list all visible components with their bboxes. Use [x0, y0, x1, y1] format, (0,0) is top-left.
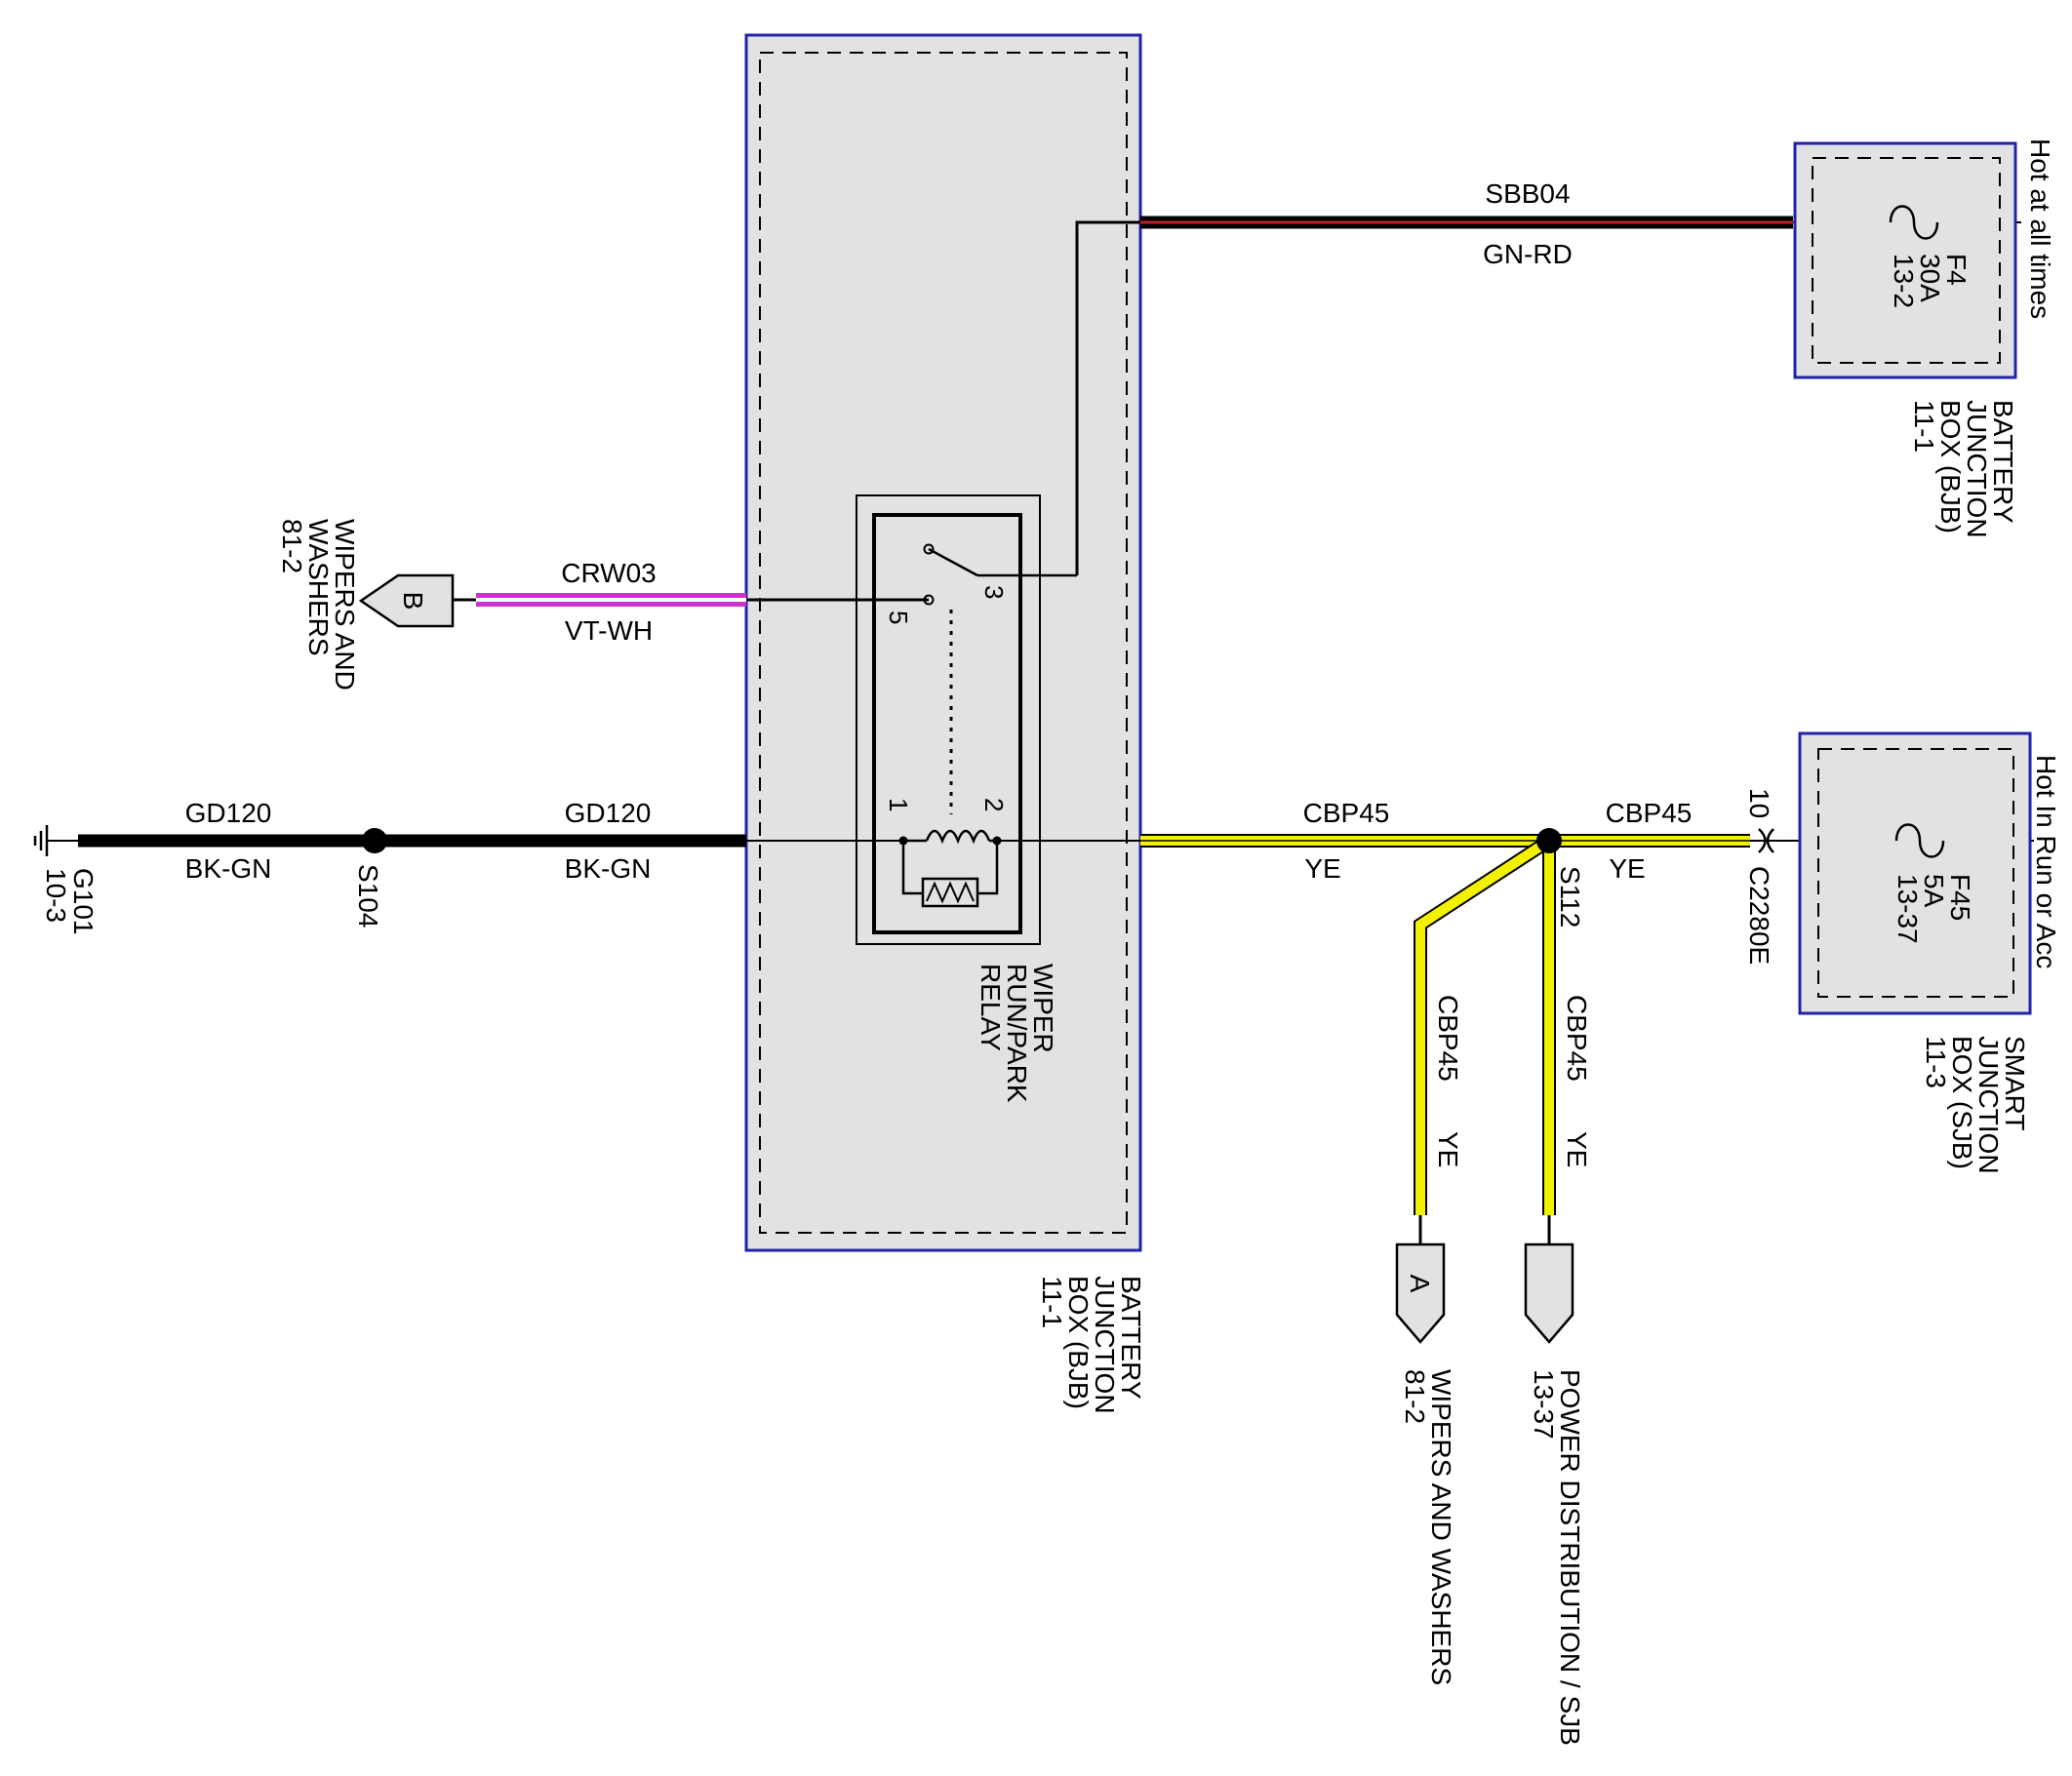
- sjb-label: SMART JUNCTION BOX (SJB) 11-3: [1921, 1036, 2030, 1174]
- page-ref-pd: [1524, 1243, 1574, 1344]
- gd120-left-color-label: BK-GN: [185, 853, 272, 884]
- svg-text:JUNCTION: JUNCTION: [1090, 1276, 1120, 1414]
- relay-pin-2: 2: [979, 798, 1009, 811]
- ground-name: G101: [68, 868, 99, 935]
- svg-text:11-1: 11-1: [1037, 1276, 1067, 1328]
- svg-text:RUN/PARK: RUN/PARK: [1002, 964, 1032, 1103]
- gd120-right-color-label: BK-GN: [565, 853, 652, 884]
- splice-s112: [1536, 828, 1562, 853]
- connector-name-label: C2280E: [1744, 866, 1774, 965]
- svg-text:30A: 30A: [1915, 254, 1945, 302]
- page-ref-a-letter: A: [1405, 1275, 1435, 1293]
- svg-text:BOX (SJB): BOX (SJB): [1947, 1036, 1977, 1169]
- sbb04-color-label: GN-RD: [1483, 239, 1573, 269]
- bjb-main-box: [744, 33, 1142, 1252]
- svg-text:BOX (BJB): BOX (BJB): [1063, 1276, 1094, 1409]
- svg-text:WIPERS AND WASHERS: WIPERS AND WASHERS: [1426, 1369, 1456, 1685]
- svg-text:WIPER: WIPER: [1028, 964, 1058, 1053]
- gd120-left-circuit-label: GD120: [185, 798, 272, 828]
- svg-text:JUNCTION: JUNCTION: [1973, 1036, 2004, 1174]
- wire-cbp45: [997, 834, 2034, 1244]
- svg-text:13-37: 13-37: [1529, 1369, 1559, 1440]
- s112-label: S112: [1555, 866, 1585, 927]
- connector-pin-label: 10: [1744, 788, 1774, 818]
- svg-text:81-2: 81-2: [1400, 1369, 1430, 1424]
- svg-text:13-2: 13-2: [1889, 254, 1919, 308]
- svg-text:WIPERS AND: WIPERS AND: [330, 519, 360, 691]
- cbp45-right-circuit-label: CBP45: [1606, 798, 1693, 828]
- svg-text:JUNCTION: JUNCTION: [1962, 400, 1992, 538]
- bjb-fuse-box: [1793, 141, 2017, 379]
- fuse-f45-symbol: [1894, 823, 1945, 858]
- page-ref-b-letter: B: [398, 592, 428, 611]
- relay-pin-1: 1: [884, 798, 913, 811]
- fuse-f4-label: F4 30A 13-2: [1889, 254, 1972, 308]
- svg-text:81-2: 81-2: [277, 519, 307, 573]
- bjb-main-label: BATTERY JUNCTION BOX (BJB) 11-1: [1037, 1276, 1146, 1414]
- svg-text:BOX (BJB): BOX (BJB): [1935, 400, 1966, 533]
- page-ref-b-label: WIPERS AND WASHERS 81-2: [277, 519, 360, 691]
- fuse-f4-symbol: [1889, 205, 1939, 240]
- page-ref-b: B: [358, 573, 455, 628]
- cbp45-right-color-label: YE: [1609, 853, 1645, 884]
- cbp45-branch-b-color-label: YE: [1562, 1131, 1592, 1167]
- cbp45-mid-circuit-label: CBP45: [1303, 798, 1390, 828]
- svg-text:13-37: 13-37: [1893, 874, 1923, 944]
- svg-text:RELAY: RELAY: [976, 964, 1006, 1051]
- ground-g101-label: G101 10-3: [41, 868, 99, 935]
- cbp45-mid-color-label: YE: [1304, 853, 1340, 884]
- svg-text:BATTERY: BATTERY: [1116, 1276, 1146, 1400]
- svg-text:5A: 5A: [1919, 874, 1949, 908]
- splice-s104: [362, 828, 387, 853]
- svg-text:BATTERY: BATTERY: [1988, 400, 2018, 524]
- svg-text:F4: F4: [1941, 254, 1972, 286]
- hot-in-run-or-acc-label: Hot In Run or Acc: [2031, 755, 2061, 968]
- svg-text:SMART: SMART: [2000, 1036, 2030, 1131]
- cbp45-branch-a-circuit-label: CBP45: [1433, 995, 1463, 1082]
- ground-g101-symbol: [33, 825, 78, 856]
- svg-text:11-1: 11-1: [1909, 400, 1939, 453]
- sbb04-circuit-label: SBB04: [1485, 178, 1570, 209]
- connector-c2280e-symbol: [1758, 828, 1774, 853]
- crw03-color-label: VT-WH: [565, 615, 653, 646]
- page-ref-pd-label: POWER DISTRIBUTION / SJB 13-37: [1529, 1369, 1585, 1746]
- gd120-right-circuit-label: GD120: [565, 798, 652, 828]
- crw03-circuit-label: CRW03: [561, 558, 657, 588]
- s104-label: S104: [353, 864, 383, 927]
- hot-at-all-times-label: Hot at all times: [2025, 138, 2055, 319]
- bjb-fuse-box-label: BATTERY JUNCTION BOX (BJB) 11-1: [1909, 400, 2018, 538]
- wiper-run-park-relay: [856, 494, 1077, 945]
- cbp45-branch-b-circuit-label: CBP45: [1562, 995, 1592, 1082]
- svg-text:11-3: 11-3: [1921, 1036, 1951, 1088]
- relay-pin-3: 3: [979, 585, 1009, 599]
- relay-label: WIPER RUN/PARK RELAY: [976, 964, 1058, 1103]
- relay-pin-5: 5: [884, 611, 913, 624]
- cbp45-branch-a-color-label: YE: [1433, 1131, 1463, 1167]
- svg-text:F45: F45: [1945, 874, 1975, 921]
- ground-ref: 10-3: [41, 868, 71, 923]
- fuse-f45-label: F45 5A 13-37: [1893, 874, 1975, 944]
- svg-text:WASHERS: WASHERS: [303, 519, 334, 656]
- page-ref-a-label: WIPERS AND WASHERS 81-2: [1400, 1369, 1456, 1685]
- svg-text:POWER DISTRIBUTION / SJB: POWER DISTRIBUTION / SJB: [1555, 1369, 1585, 1746]
- page-ref-a: A: [1395, 1243, 1446, 1344]
- sjb-box: [1798, 731, 2032, 1015]
